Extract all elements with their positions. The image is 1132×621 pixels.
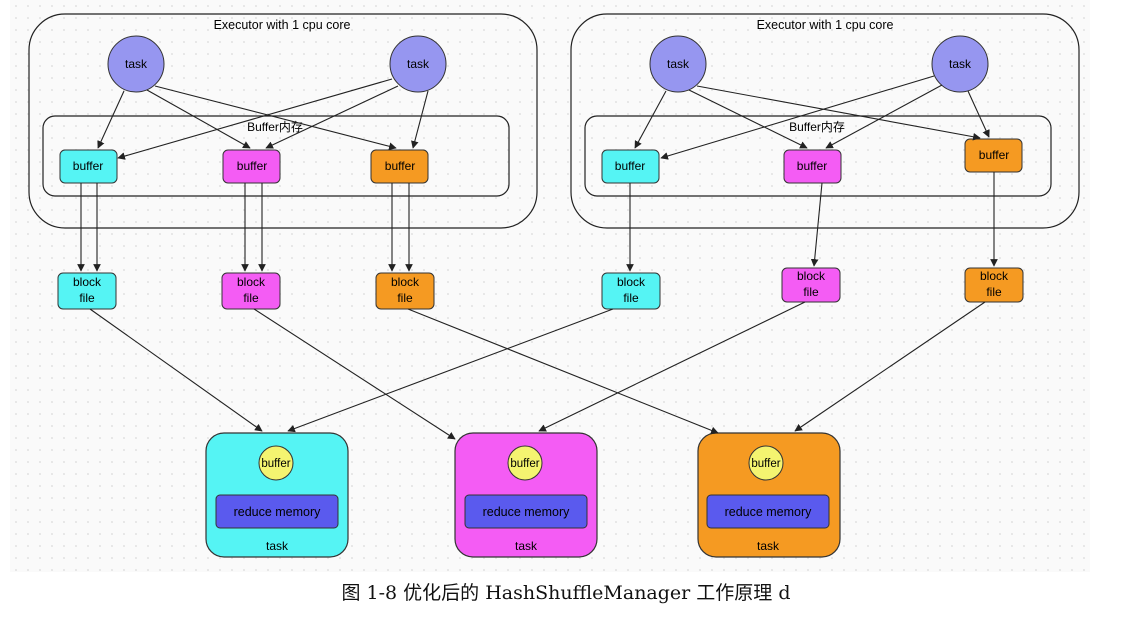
block-file-5-line-2: file [803,285,819,299]
arrow-e1-t1-cyan [97,90,125,149]
executor-1-buffer-cyan-label: buffer [73,159,103,173]
arrow-e2-t2-magenta [825,84,943,149]
arrow-block2-reduce2 [253,308,456,440]
reduce-task-1-buffer-label: buffer [261,458,290,470]
block-file-5-line-1: block [797,269,826,283]
arrow-e1-t1-magenta [146,89,251,149]
arrow-e2-t1-cyan [634,90,667,149]
executor-2-buffer-area-label: Buffer内存 [789,120,845,134]
block-file-1 [57,272,117,310]
reduce-task-3-memory [706,494,830,529]
reduce-task-1: buffer reduce memory task [205,432,349,558]
block-file-6-line-2: file [986,285,1002,299]
arrow-e2-t1-magenta [688,89,808,149]
block-file-3-line-1: block [391,275,420,289]
block-file-4-line-2: file [623,291,639,305]
block-file-2-line-2: file [243,291,259,305]
reduce-task-3: buffer reduce memory task [697,432,841,558]
arrow-buffer-block-5 [810,182,823,267]
arrow-block3-reduce3 [407,308,719,435]
executor-2-buffer-magenta-label: buffer [797,159,827,173]
executor-1-map-task-2-label: task [407,57,430,71]
executor-1-map-task-2 [389,35,447,93]
arrow-e2-t2-orange [967,90,990,138]
executor-1-box [28,13,538,229]
hash-shuffle-diagram: Executor with 1 cpu core Buffer内存 task t… [28,13,1080,558]
executor-1-buffer-magenta [222,149,281,184]
reduce-task-2-label: task [515,539,538,553]
figure-caption: 图 1-8 优化后的 HashShuffleManager 工作原理 d [341,582,791,604]
reduce-task-2: buffer reduce memory task [454,432,598,558]
arrow-block5-reduce2 [538,301,806,432]
block-file-4 [601,272,661,310]
arrow-block6-reduce3 [794,301,986,432]
block-file-6 [964,267,1024,303]
executor-2-map-task-1-label: task [667,57,690,71]
arrow-block4-reduce1 [287,308,614,433]
executor-2-map-task-1 [649,35,707,93]
executor-1-label: Executor with 1 cpu core [214,18,351,32]
reduce-task-2-buffer-label: buffer [510,458,539,470]
block-file-4-line-1: block [617,275,646,289]
executor-1-buffer-orange [370,149,429,184]
block-file-2 [221,272,281,310]
executor-2-map-task-2 [931,35,989,93]
block-files: block file block file block file block f… [57,267,1024,310]
executor-1-buffer-orange-label: buffer [385,159,415,173]
reduce-task-3-buffer-label: buffer [751,458,780,470]
block-file-5 [781,267,841,303]
executor-2-map-task-2-label: task [949,57,972,71]
arrow-e1-t2-orange [411,90,429,149]
block-file-3 [375,272,435,310]
arrow-block1-reduce1 [89,308,263,432]
reduce-task-3-buffer [748,445,784,481]
arrows-block-to-reduce [89,301,986,440]
executor-2: Executor with 1 cpu core Buffer内存 task t… [570,13,1080,229]
executor-2-buffer-area [584,115,1052,197]
arrow-e2-t2-cyan [660,75,935,160]
executor-2-buffer-magenta [783,149,842,184]
arrows-executor-2-tasks [634,75,990,160]
reduce-task-1-label: task [266,539,289,553]
executor-1-buffer-area-label: Buffer内存 [247,120,303,134]
executor-1: Executor with 1 cpu core Buffer内存 task t… [28,13,538,229]
arrows-buffer-to-block [77,172,998,272]
block-file-2-line-1: block [237,275,266,289]
executor-2-label: Executor with 1 cpu core [757,18,894,32]
executor-1-map-task-1 [107,35,165,93]
reduce-task-3-label: task [757,539,780,553]
block-file-1-line-1: block [73,275,102,289]
executor-2-buffer-cyan-label: buffer [615,159,645,173]
block-file-6-line-1: block [980,269,1009,283]
arrow-e1-t1-orange [154,85,397,151]
executor-1-buffer-cyan [59,149,118,184]
executor-1-map-task-1-label: task [125,57,148,71]
executor-1-buffer-area [42,115,510,197]
reduce-task-2-memory-label: reduce memory [483,505,571,519]
block-file-3-line-2: file [397,291,413,305]
arrow-e1-t2-cyan [117,78,393,160]
arrows-executor-1-tasks [97,78,429,160]
arrow-e2-t1-orange [696,85,981,141]
block-file-1-line-2: file [79,291,95,305]
reduce-task-1-memory [215,494,339,529]
reduce-task-2-memory [464,494,588,529]
reduce-task-2-buffer [507,445,543,481]
executor-1-buffer-magenta-label: buffer [237,159,267,173]
reduce-task-1-buffer [258,445,294,481]
reduce-task-3-memory-label: reduce memory [725,505,813,519]
executor-2-box [570,13,1080,229]
executor-2-buffer-orange-label: buffer [979,148,1009,162]
arrow-e1-t2-magenta [265,85,399,149]
reduce-task-1-memory-label: reduce memory [234,505,322,519]
